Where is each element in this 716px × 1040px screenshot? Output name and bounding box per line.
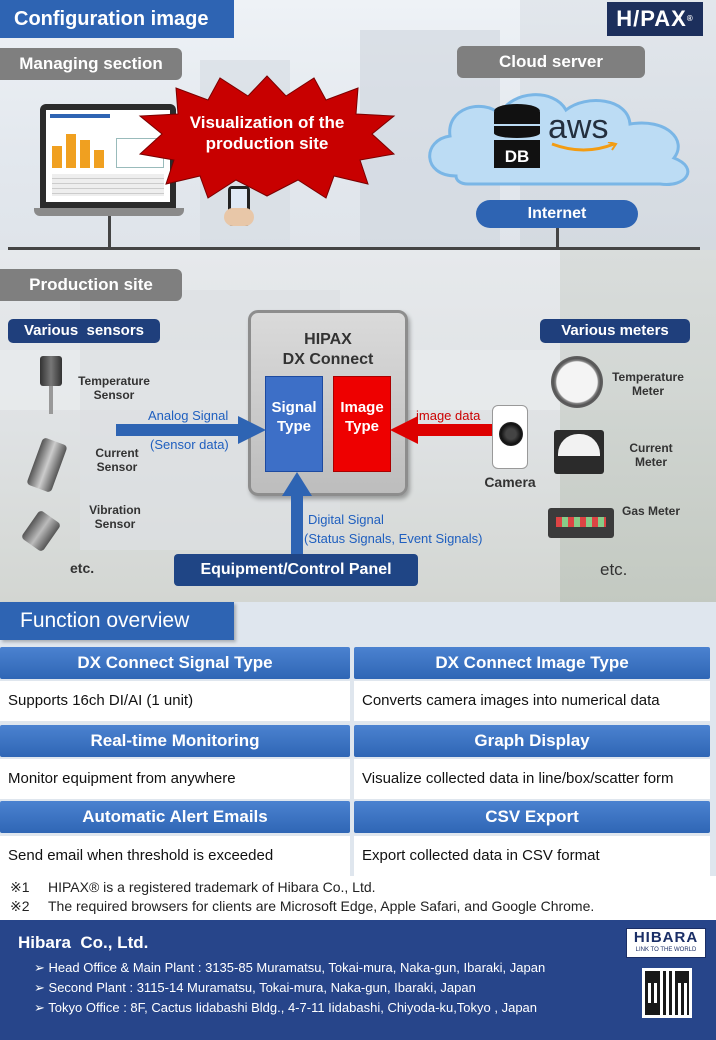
function-head-csv: CSV Export	[354, 801, 710, 833]
current-sensor-label: Current Sensor	[95, 446, 139, 474]
cloud-server-label: Cloud server	[457, 46, 645, 78]
function-body-image-type: Converts camera images into numerical da…	[354, 681, 710, 721]
hibara-logo: HIBARA LINK TO THE WORLD	[626, 928, 706, 958]
function-body-csv: Export collected data in CSV format	[354, 836, 710, 876]
qr-code	[642, 968, 692, 1018]
various-sensors-label: Various sensors	[8, 319, 160, 343]
temperature-sensor-icon	[40, 356, 62, 414]
camera-icon	[492, 405, 528, 469]
production-site-label: Production site	[0, 269, 182, 301]
hipax-logo: H/PAX®	[607, 2, 703, 36]
function-head-signal-type: DX Connect Signal Type	[0, 647, 350, 679]
visualization-text: Visualization of the production site	[189, 113, 345, 153]
vibration-sensor-label: Vibration Sensor	[89, 503, 141, 531]
db-label: DB	[494, 146, 540, 168]
address-second-plant: ➢ Second Plant : 3115-14 Muramatsu, Toka…	[34, 980, 476, 995]
config-title: Configuration image	[0, 0, 234, 38]
hand-icon	[224, 208, 254, 226]
function-head-graph: Graph Display	[354, 725, 710, 757]
address-tokyo-office: ➢ Tokyo Office : 8F, Cactus Iidabashi Bl…	[34, 1000, 538, 1015]
address-head-office: ➢ Head Office & Main Plant : 3135-85 Mur…	[34, 960, 546, 975]
image-type-panel	[333, 376, 391, 472]
temperature-meter-icon	[551, 356, 603, 408]
temperature-sensor-label: Temperature Sensor	[78, 374, 150, 402]
digital-signal-label: Digital Signal	[308, 512, 384, 527]
company-name: Hibara Co., Ltd.	[18, 933, 149, 952]
current-meter-icon	[554, 430, 604, 474]
camera-label: Camera	[484, 474, 536, 490]
various-meters-label: Various meters	[540, 319, 690, 343]
database-icon	[494, 104, 540, 166]
digital-arrow	[282, 472, 312, 556]
function-body-graph: Visualize collected data in line/box/sca…	[354, 759, 710, 799]
internet-label: Internet	[476, 200, 638, 228]
image-type-label: Image Type	[340, 399, 384, 435]
equipment-control-panel: Equipment/Control Panel	[174, 554, 418, 586]
network-line	[8, 247, 700, 250]
function-body-realtime: Monitor equipment from anywhere	[0, 759, 350, 799]
sensors-etc: etc.	[70, 560, 95, 576]
visualization-burst	[138, 75, 396, 199]
gas-meter-label: Gas Meter	[621, 504, 681, 518]
function-head-image-type: DX Connect Image Type	[354, 647, 710, 679]
analog-signal-label: Analog Signal	[148, 408, 229, 423]
temperature-meter-label: Temperature Meter	[612, 370, 684, 398]
laptop-icon	[34, 104, 184, 216]
gas-meter-icon	[548, 508, 614, 538]
managing-connector	[108, 216, 111, 248]
device-title: HIPAX DX Connect	[282, 331, 374, 368]
meters-etc: etc.	[600, 560, 628, 579]
function-body-alerts: Send email when threshold is exceeded	[0, 836, 350, 876]
digital-signal-detail: (Status Signals, Event Signals)	[304, 531, 483, 546]
image-data-arrow	[390, 416, 492, 444]
image-data-label: image data	[416, 408, 481, 423]
footer	[0, 920, 716, 1040]
function-body-signal-type: Supports 16ch DI/AI (1 unit)	[0, 681, 350, 721]
signal-type-panel	[265, 376, 323, 472]
current-meter-label: Current Meter	[629, 441, 673, 469]
function-head-realtime: Real-time Monitoring	[0, 725, 350, 757]
function-overview-title: Function overview	[0, 602, 234, 640]
managing-section-label: Managing section	[0, 48, 182, 80]
signal-type-label: Signal Type	[271, 399, 317, 435]
internet-connector	[556, 228, 559, 248]
aws-logo: aws	[548, 108, 628, 156]
analog-arrow	[116, 416, 266, 444]
function-head-alerts: Automatic Alert Emails	[0, 801, 350, 833]
sensor-data-label: (Sensor data)	[150, 437, 229, 452]
